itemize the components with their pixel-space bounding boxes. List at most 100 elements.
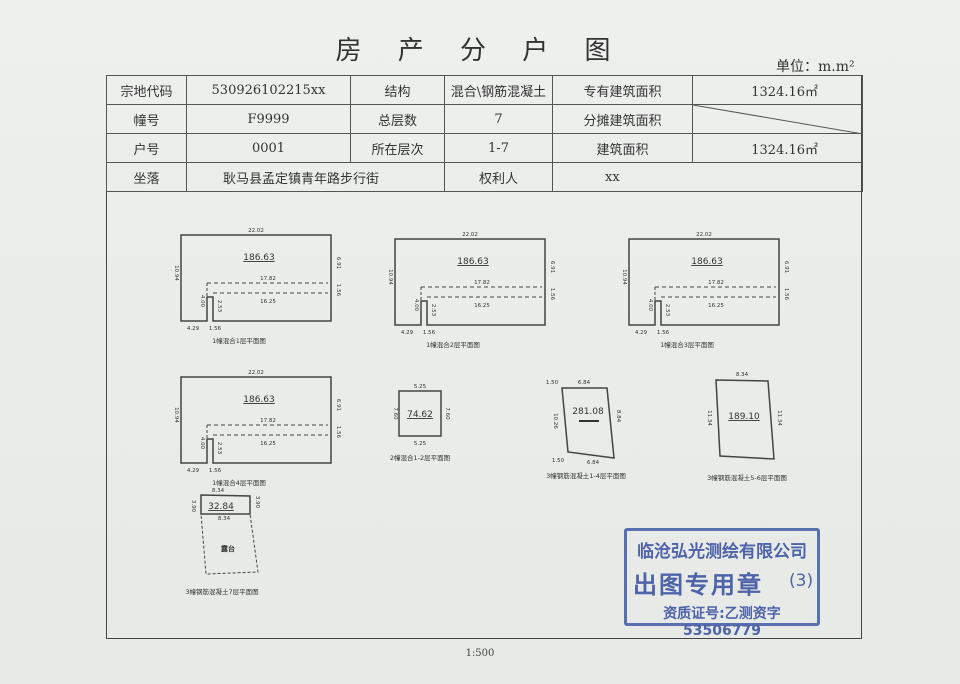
dim-left: 10.94	[621, 269, 627, 285]
info-label: 建筑面积	[552, 133, 693, 163]
info-row: 户号 0001 所在层次 1-7 建筑面积 1324.16㎡	[106, 133, 863, 163]
floor-plans: 22.02 186.63 17.82 16.25 10.94 6.91 1.56 4.00 2.…	[173, 228, 789, 596]
info-value: F9999	[186, 104, 351, 134]
info-value: 耿马县孟定镇青年路步行街	[186, 162, 445, 192]
dim-top: 22.02	[248, 370, 264, 376]
plan-area: 186.63	[691, 257, 723, 267]
dim-bottom-2: 1.56	[209, 468, 222, 474]
info-value: 7	[444, 104, 553, 134]
dim-top: 8.34	[736, 372, 749, 378]
dim-top: 6.84	[578, 380, 591, 386]
dim-notch: 4.00	[413, 299, 419, 312]
building-outline	[180, 376, 332, 464]
dim-bottom-2: 1.56	[657, 330, 670, 336]
info-label: 户号	[106, 133, 187, 163]
info-value-empty	[692, 104, 863, 134]
dim-top: 22.02	[248, 228, 264, 234]
info-label: 权利人	[444, 162, 553, 192]
building-outline	[715, 379, 775, 460]
stamp-number: (3)	[789, 571, 814, 591]
dim-right: 3.90	[254, 496, 260, 509]
plan-caption: 3幢钢筋混凝土5-6层平面图	[707, 473, 787, 482]
plan-area: 186.63	[457, 257, 489, 267]
dim-bottom-1: 4.29	[635, 330, 648, 336]
dim-right: 7.60	[444, 407, 450, 420]
dim-notch-2: 2.53	[664, 304, 670, 317]
plan-caption: 1幢混合3层平面图	[660, 340, 714, 349]
info-value: 1-7	[444, 133, 553, 163]
info-label: 总层数	[350, 104, 445, 134]
info-value: 1324.16㎡	[692, 133, 863, 163]
plan-caption: 1幢混合1层平面图	[212, 336, 266, 345]
stamp-title: 出图专用章	[633, 571, 763, 599]
terrace-label: 露台	[221, 544, 235, 553]
dim-bottom: 6.84	[587, 460, 600, 466]
info-label: 分摊建筑面积	[552, 104, 693, 134]
dim-mid: 17.82	[260, 276, 276, 282]
dim-left: 10.94	[173, 407, 179, 423]
plan-area: 74.62	[407, 410, 433, 420]
dim-bottom-1: 4.29	[187, 468, 200, 474]
plan-area: 186.63	[243, 395, 275, 405]
building-outline	[180, 234, 332, 322]
info-row: 宗地代码 530926102215xx 结构 混合\钢筋混凝土 专有建筑面积 1…	[106, 75, 863, 105]
info-value: 530926102215xx	[186, 75, 351, 105]
plan-area: 189.10	[728, 412, 760, 422]
info-value: 0001	[186, 133, 351, 163]
info-label: 专有建筑面积	[552, 75, 693, 105]
property-info-table: 宗地代码 530926102215xx 结构 混合\钢筋混凝土 专有建筑面积 1…	[106, 75, 863, 192]
dim-bottom: 5.25	[414, 441, 427, 447]
info-value: xx	[552, 162, 863, 192]
dim-left: 11.34	[706, 410, 712, 426]
building-outline	[200, 494, 251, 515]
diagonal-strike	[693, 105, 863, 134]
plan-area: 186.63	[243, 253, 275, 263]
dim-right-2: 1.56	[335, 284, 341, 297]
scale-label: 1:500	[465, 648, 495, 659]
dim-notch-2: 2.53	[430, 304, 436, 317]
info-value: 混合\钢筋混凝土	[444, 75, 553, 105]
dim-top: 8.34	[212, 488, 225, 494]
plan-area: 32.84	[208, 502, 234, 512]
info-label: 宗地代码	[106, 75, 187, 105]
dim-mid: 8.34	[218, 516, 231, 522]
info-label: 结构	[350, 75, 445, 105]
dim-low: 16.25	[474, 303, 490, 309]
terrace-outline	[200, 513, 259, 575]
dim-mid: 17.82	[474, 280, 490, 286]
dim-right: 8.84	[615, 410, 621, 423]
dim-right: 6.91	[335, 257, 341, 269]
dim-left: 10.94	[387, 269, 393, 285]
dim-bottom-2: 1.56	[423, 330, 436, 336]
dim-bottom-1: 4.29	[187, 326, 200, 332]
dim-mid: 17.82	[260, 418, 276, 424]
building-outline	[628, 238, 780, 326]
unit-label: 单位：m.m²	[776, 59, 855, 75]
dim-top: 5.25	[414, 384, 427, 390]
dim-right-2: 1.56	[549, 288, 555, 301]
info-row: 幢号 F9999 总层数 7 分摊建筑面积	[106, 104, 863, 134]
dim-low: 16.25	[260, 441, 276, 447]
dim-notch: 4.00	[199, 295, 205, 308]
plan-caption: 2幢混合1-2层平面图	[390, 453, 450, 462]
dim-notch: 4.00	[647, 299, 653, 312]
dim-notch: 4.00	[199, 437, 205, 450]
info-label: 所在层次	[350, 133, 445, 163]
page-title: 房 产 分 户 图	[335, 36, 625, 66]
dim-left: 10.94	[173, 265, 179, 281]
stamp-license: 资质证号:乙测资字53506779	[663, 606, 781, 639]
dim-top: 22.02	[696, 232, 712, 238]
dim-bottom-1: 4.29	[401, 330, 414, 336]
dim-bottom-2: 1.56	[209, 326, 222, 332]
dim-right-2: 1.56	[783, 288, 789, 301]
building-outline	[398, 390, 442, 437]
dim-low: 16.25	[708, 303, 724, 309]
dim-right-2: 1.56	[335, 426, 341, 439]
info-label: 坐落	[106, 162, 187, 192]
plan-caption: 1幢混合4层平面图	[212, 478, 266, 487]
dim-right: 6.91	[335, 399, 341, 411]
dim-top: 22.02	[462, 232, 478, 238]
dim-right: 6.91	[549, 261, 555, 273]
dim-left: 10.26	[552, 413, 558, 429]
